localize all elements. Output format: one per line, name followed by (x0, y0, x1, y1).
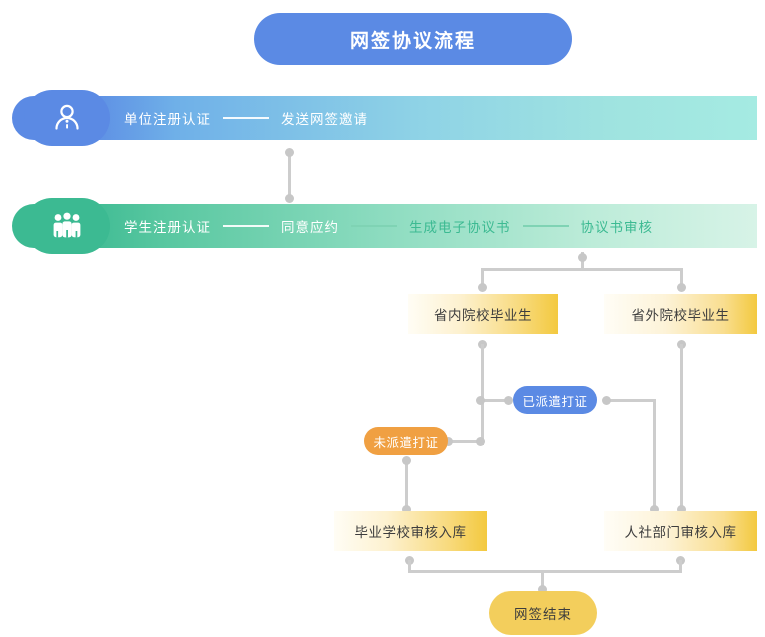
step-label: 协议书审核 (580, 220, 653, 235)
person-icon (24, 90, 110, 146)
connector-dot (602, 396, 611, 405)
connector-dot (444, 437, 453, 446)
connector-split-left (481, 268, 484, 286)
step-divider (522, 225, 569, 227)
node-not-dispatched[interactable]: 未派遣打证 (364, 427, 448, 455)
connector-notdispatched-down (405, 459, 408, 509)
step-label: 同意应约 (281, 220, 339, 235)
connector-dispatched-right (606, 399, 656, 402)
page-title: 网签协议流程 (254, 13, 572, 65)
node-dispatched[interactable]: 已派遣打证 (513, 386, 597, 414)
step-label: 单位注册认证 (124, 112, 211, 127)
connector-dot (478, 283, 487, 292)
connector-to-dispatched (481, 399, 511, 402)
step-divider (223, 117, 269, 119)
connector-split-bar (481, 268, 683, 271)
connector-merge-stem (541, 570, 544, 588)
connector-dot (677, 505, 686, 514)
step-label: 学生注册认证 (124, 220, 211, 235)
lane-employer-track (12, 96, 757, 140)
connector-split-right (680, 268, 683, 286)
node-hr-review[interactable]: 人社部门审核入库 (604, 511, 757, 551)
node-school-review[interactable]: 毕业学校审核入库 (334, 511, 487, 551)
lane-student-steps: 学生注册认证 同意应约 生成电子协议书 协议书审核 (124, 204, 653, 248)
step-divider (223, 225, 269, 227)
node-end[interactable]: 网签结束 (489, 591, 597, 635)
connector-dot (476, 396, 485, 405)
step-label: 生成电子协议书 (409, 220, 511, 235)
connector-dot (578, 253, 587, 262)
connector-lane1-lane2 (288, 152, 291, 198)
connector-dot (402, 456, 411, 465)
connector-dispatched-down (653, 399, 656, 510)
connector-dot (285, 194, 294, 203)
connector-outprovince-down (680, 344, 683, 510)
lane-employer: 单位注册认证 发送网签邀请 (12, 90, 757, 146)
connector-dot (285, 148, 294, 157)
lane-employer-steps: 单位注册认证 发送网签邀请 (124, 96, 368, 140)
connector-dot (402, 505, 411, 514)
node-grad-in-province[interactable]: 省内院校毕业生 (408, 294, 558, 334)
connector-dot (677, 283, 686, 292)
step-label: 发送网签邀请 (281, 112, 368, 127)
group-people-icon (24, 198, 110, 254)
node-grad-out-province[interactable]: 省外院校毕业生 (604, 294, 757, 334)
connector-inprovince-trunk (481, 344, 484, 445)
lane-student: 学生注册认证 同意应约 生成电子协议书 协议书审核 (12, 198, 757, 254)
connector-dot (504, 396, 513, 405)
connector-dot (538, 585, 547, 594)
connector-merge-right (679, 560, 682, 572)
connector-to-not-dispatched (447, 440, 484, 443)
connector-dot (476, 437, 485, 446)
connector-merge-bar (408, 570, 682, 573)
connector-merge-left (408, 560, 411, 572)
step-divider (351, 225, 397, 227)
connector-dot (650, 505, 659, 514)
